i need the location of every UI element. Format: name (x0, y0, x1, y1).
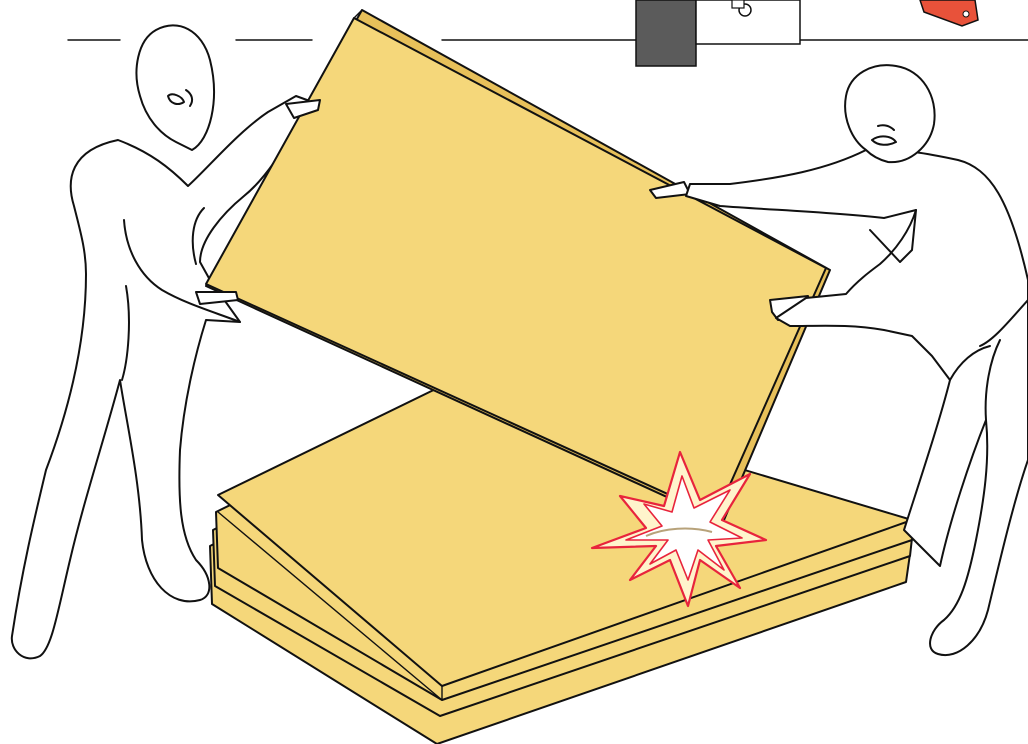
device-detail-icon (636, 0, 978, 66)
